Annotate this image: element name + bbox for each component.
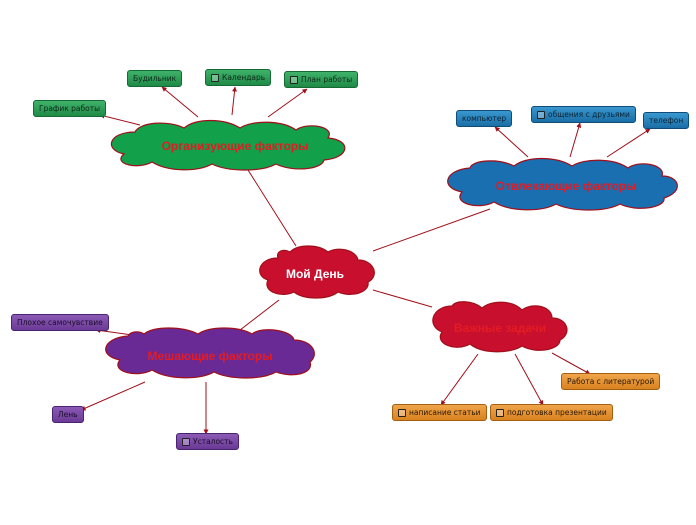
- cloud-tasks[interactable]: Важные задачи: [432, 301, 568, 353]
- center-node-label: Мой День: [286, 267, 344, 281]
- leaf-podgotovka-prezentatsii[interactable]: подготовка презентации: [490, 404, 613, 421]
- leaf-plan-raboty[interactable]: План работы: [284, 71, 359, 88]
- cloud-hindering-shape: [105, 327, 315, 379]
- cloud-organizing-shape: [110, 119, 346, 171]
- leaf-label: Плохое самочувствие: [17, 318, 103, 327]
- leaf-len[interactable]: Лень: [52, 406, 84, 423]
- leaf-label: телефон: [649, 116, 684, 125]
- checkbox-icon[interactable]: [211, 73, 219, 82]
- cloud-distracting-label: Отвлекающие факторы: [496, 179, 637, 193]
- leaf-ustalost[interactable]: Усталость: [176, 433, 239, 450]
- checkbox-icon[interactable]: [182, 437, 190, 446]
- cloud-tasks-label: Важные задачи: [454, 321, 546, 335]
- leaf-label: Усталость: [193, 437, 233, 446]
- connector-distracting: [372, 208, 491, 252]
- arrow-napisanie: [440, 353, 479, 406]
- center-node[interactable]: Мой День: [259, 245, 375, 299]
- leaf-label: Лень: [58, 410, 78, 419]
- checkbox-icon[interactable]: [290, 75, 298, 84]
- cloud-hindering[interactable]: Мешающие факторы: [105, 327, 315, 379]
- arrow-podgotovka: [514, 353, 544, 406]
- leaf-label: План работы: [301, 75, 353, 84]
- leaf-label: График работы: [39, 104, 100, 113]
- leaf-label: Календарь: [222, 73, 266, 82]
- leaf-label: Работа с литературой: [567, 377, 655, 386]
- cloud-tasks-shape: [432, 301, 568, 353]
- arrow-plan: [267, 88, 308, 118]
- leaf-label: подготовка презентации: [507, 408, 607, 417]
- arrow-telefon: [606, 128, 651, 158]
- leaf-label: Будильник: [133, 74, 177, 83]
- connector-hindering: [239, 299, 280, 331]
- connectors: [239, 169, 491, 331]
- center-node-shape: [259, 245, 375, 299]
- cloud-distracting-shape: [447, 157, 678, 211]
- arrow-grafik: [99, 113, 141, 126]
- arrow-len: [80, 381, 146, 411]
- leaf-plokhoe-samochuvstvie[interactable]: Плохое самочувствие: [11, 314, 109, 331]
- arrow-rabota: [551, 352, 591, 375]
- leaf-grafik-raboty[interactable]: График работы: [33, 100, 106, 117]
- cloud-distracting[interactable]: Отвлекающие факторы: [447, 157, 678, 211]
- connector-tasks: [372, 289, 433, 308]
- arrow-budilnik: [161, 86, 199, 118]
- cloud-hindering-label: Мешающие факторы: [148, 349, 273, 363]
- leaf-kompyuter[interactable]: компьютер: [456, 110, 513, 127]
- leaf-rabota-s-literaturoy[interactable]: Работа с литературой: [561, 373, 661, 390]
- leaf-kalendar[interactable]: Календарь: [205, 69, 272, 86]
- leaf-label: написание статьи: [409, 408, 481, 417]
- checkbox-icon[interactable]: [496, 408, 504, 417]
- arrow-kalendar: [231, 86, 238, 116]
- leaf-label: компьютер: [462, 114, 507, 123]
- leaf-napisanie-stati[interactable]: написание статьи: [392, 404, 487, 421]
- leaf-label: общения с друзьями: [548, 110, 630, 119]
- leaf-telefon[interactable]: телефон: [643, 112, 690, 129]
- leaf-obshcheniya[interactable]: общения с друзьями: [531, 106, 636, 123]
- checkbox-icon[interactable]: [537, 110, 545, 119]
- arrow-obshcheniya: [569, 122, 582, 158]
- cloud-organizing-label: Организующие факторы: [162, 139, 309, 153]
- checkbox-icon[interactable]: [398, 408, 406, 417]
- cloud-organizing[interactable]: Организующие факторы: [110, 119, 346, 171]
- leaf-budilnik[interactable]: Будильник: [127, 70, 183, 87]
- arrow-kompyuter: [494, 126, 529, 158]
- connector-organizing: [247, 169, 297, 247]
